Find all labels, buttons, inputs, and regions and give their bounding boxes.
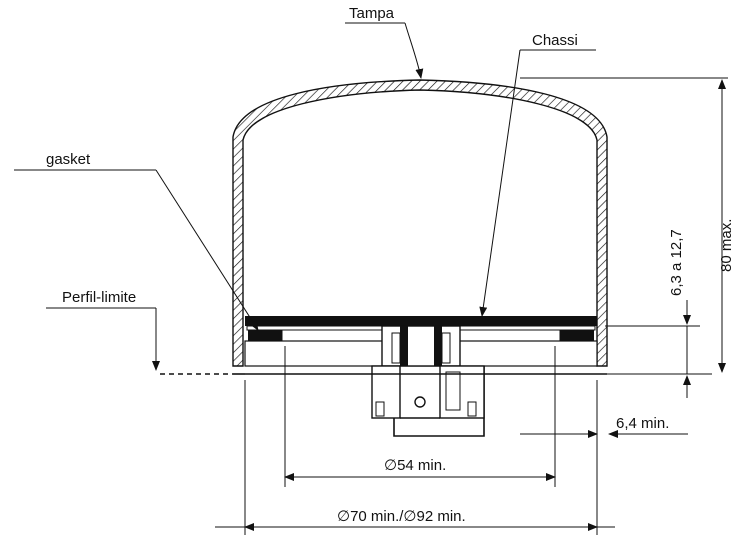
label-tampa: Tampa	[349, 5, 395, 22]
dimension-6-4-min: 6,4 min.	[520, 415, 688, 438]
leader-tampa: Tampa	[345, 5, 424, 79]
dimension-6-3-label: 6,3 a 12,7	[668, 229, 685, 296]
connector-body	[371, 320, 485, 437]
gasket-right	[459, 329, 594, 342]
dimension-6-4-label: 6,4 min.	[616, 415, 669, 432]
leader-gasket: gasket	[14, 151, 259, 331]
leader-chassi: Chassi	[479, 32, 596, 317]
dimension-80-max: 80 max.	[718, 79, 735, 373]
label-chassi: Chassi	[532, 32, 578, 49]
gasket-left	[248, 329, 383, 342]
dimension-54-label: ∅54 min.	[384, 457, 446, 474]
dimension-6-3-to-12-7: 6,3 a 12,7	[668, 229, 691, 398]
dimension-70-92-min: ∅70 min./∅92 min.	[215, 508, 615, 531]
label-gasket: gasket	[46, 151, 91, 168]
extension-lines	[244, 77, 728, 535]
dimension-70-92-label: ∅70 min./∅92 min.	[337, 508, 466, 525]
dimension-80-max-label: 80 max.	[718, 219, 735, 272]
dimension-54-min: ∅54 min.	[284, 457, 556, 481]
leader-perfil-limite: Perfil-limite	[46, 289, 160, 371]
label-perfil-limite: Perfil-limite	[62, 289, 136, 306]
